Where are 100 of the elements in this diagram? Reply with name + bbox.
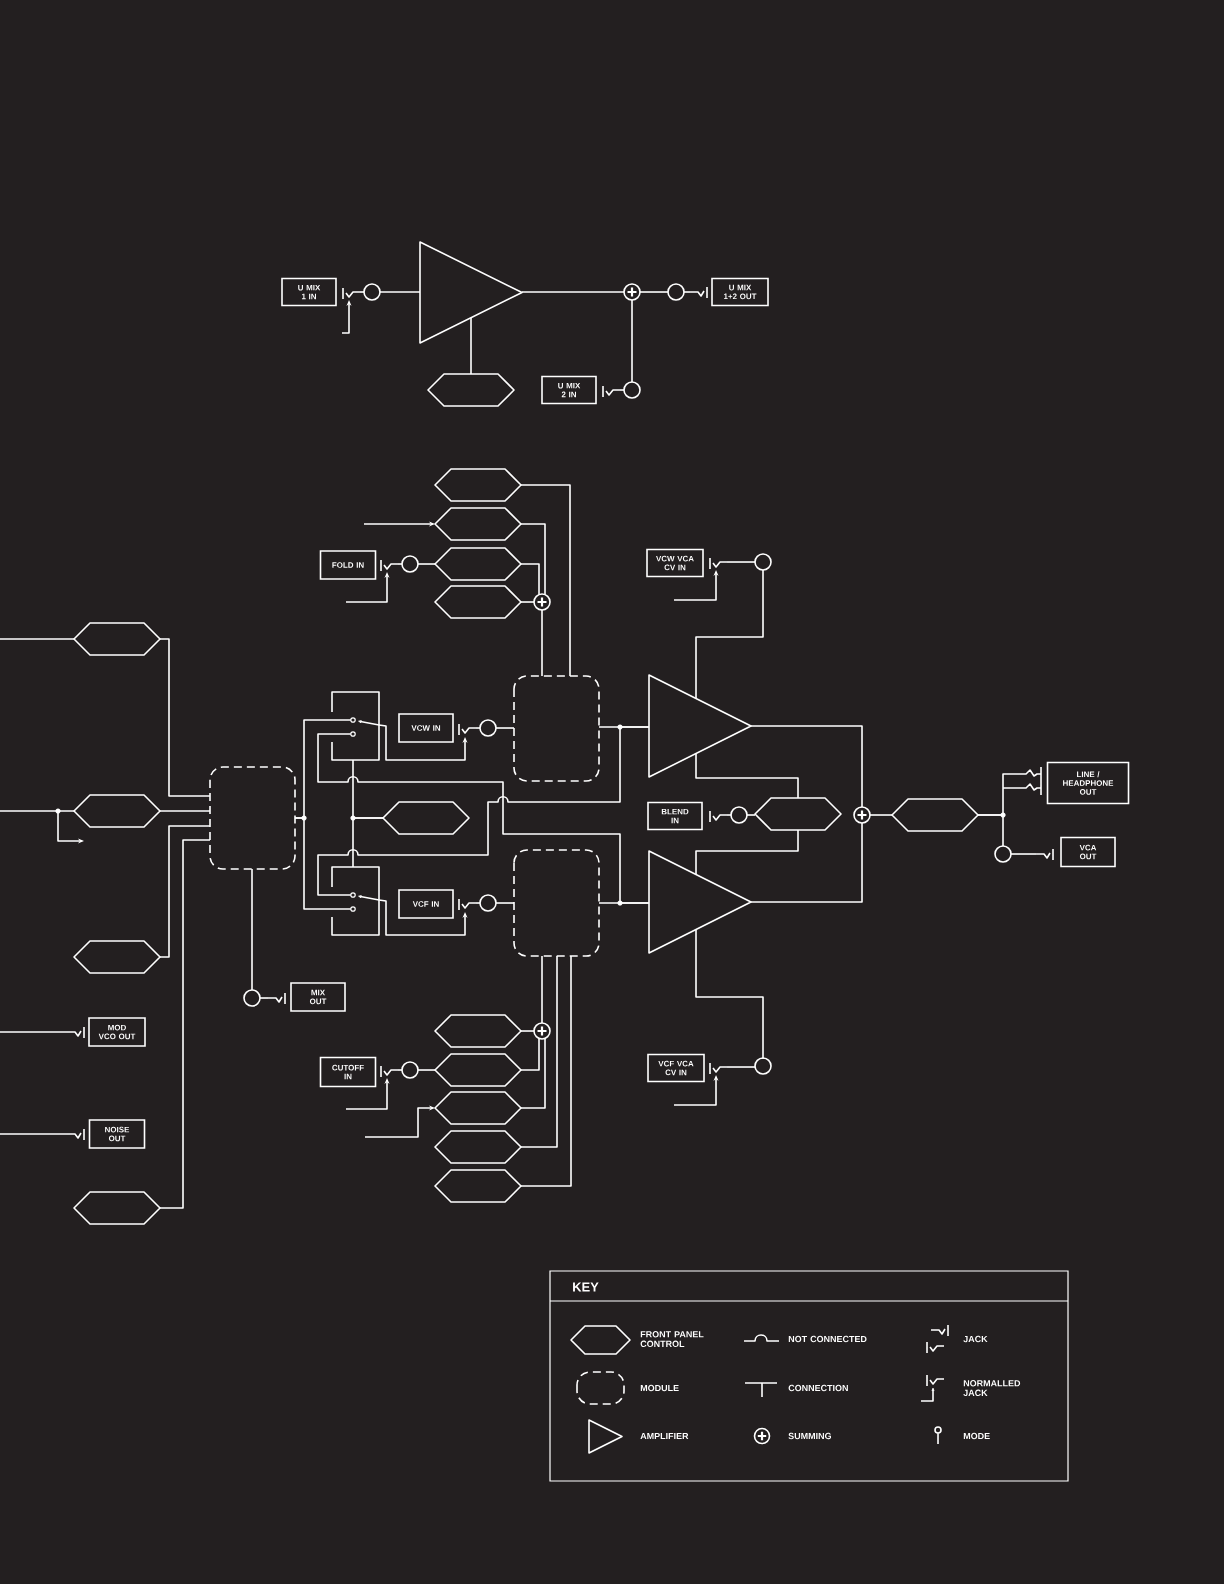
signal-line	[1010, 853, 1037, 855]
jack-socket	[730, 806, 748, 824]
jack-symbol	[602, 385, 621, 398]
signal-line	[520, 1037, 540, 1071]
signal-line	[598, 726, 650, 728]
jack-socket	[479, 719, 497, 737]
jack-symbol	[342, 287, 361, 300]
control-hexagon	[73, 794, 161, 828]
jack-socket	[243, 989, 261, 1007]
signal-line	[541, 955, 543, 1024]
signal-line	[0, 1133, 68, 1135]
signal-line	[159, 825, 211, 958]
signal-line	[541, 609, 543, 677]
jack-symbol	[380, 559, 399, 572]
signal-line	[639, 291, 669, 293]
switch-symbol	[331, 691, 380, 761]
control-hexagon	[427, 373, 515, 407]
amplifier-triangle	[648, 850, 752, 954]
jack-symbol	[1035, 848, 1054, 861]
signal-line	[417, 1069, 436, 1071]
jack-symbol	[66, 1128, 85, 1141]
jack-socket	[754, 553, 772, 571]
jack-symbol	[66, 1026, 85, 1039]
signal-line	[695, 569, 764, 700]
module-box	[513, 849, 600, 957]
jack-symbol	[709, 557, 728, 570]
signal-line	[397, 1069, 403, 1071]
legend-heading: KEY	[573, 1282, 599, 1292]
signal-line	[695, 829, 799, 875]
signal-line	[683, 291, 691, 293]
signal-line	[598, 902, 650, 904]
summing-junction	[533, 593, 551, 611]
summing-junction	[623, 283, 641, 301]
signal-line	[520, 955, 572, 1187]
signal-line	[631, 299, 633, 383]
signal-line	[750, 822, 863, 903]
jack-symbol	[458, 723, 477, 736]
control-hexagon	[434, 1053, 522, 1087]
signal-line	[379, 291, 421, 293]
control-hexagon	[73, 622, 161, 656]
module-box	[209, 766, 296, 870]
signal-line	[0, 638, 75, 640]
signal-line	[495, 727, 515, 729]
signal-arrow	[364, 1105, 435, 1138]
signal-line	[495, 902, 515, 904]
signal-line	[0, 1031, 68, 1033]
control-hexagon	[434, 547, 522, 581]
legend-text: MODULE	[640, 1384, 679, 1392]
signal-line	[475, 902, 481, 904]
jack-socket	[754, 1057, 772, 1075]
control-hexagon	[73, 940, 161, 974]
summing-junction	[853, 806, 871, 824]
control-hexagon	[382, 801, 470, 835]
jack-socket	[667, 283, 685, 301]
signal-line	[359, 291, 365, 293]
signal-line	[520, 523, 546, 596]
control-hexagon	[434, 1130, 522, 1164]
signal-line	[976, 814, 1004, 847]
signal-line	[470, 317, 472, 375]
signal-line	[520, 484, 571, 677]
control-hexagon	[891, 798, 979, 832]
signal-line	[159, 810, 211, 812]
control-hexagon	[434, 507, 522, 541]
legend-text: SUMMING	[788, 1432, 831, 1440]
legend-text: CONNECTION	[788, 1384, 848, 1392]
amplifier-triangle	[419, 241, 523, 344]
signal-line	[726, 1066, 756, 1068]
signal-line	[259, 997, 269, 999]
signal-line	[746, 814, 756, 816]
jack-symbol	[458, 898, 477, 911]
jack-symbol	[709, 810, 728, 823]
control-hexagon	[434, 1169, 522, 1203]
signal-line	[869, 814, 893, 816]
signal-line	[520, 601, 535, 603]
jack-socket	[994, 845, 1012, 863]
signal-line	[726, 814, 732, 816]
signal-line	[695, 928, 764, 1060]
signal-line	[520, 1030, 535, 1032]
summing-junction	[533, 1022, 551, 1040]
signal-line	[726, 561, 756, 563]
signal-line	[750, 725, 863, 808]
control-hexagon	[434, 1091, 522, 1125]
jack-symbol	[709, 1062, 728, 1075]
control-hexagon	[73, 1191, 161, 1225]
jack-symbol	[380, 1065, 399, 1078]
signal-line	[695, 752, 799, 799]
legend-text: FRONT PANEL CONTROL	[640, 1331, 704, 1347]
control-hexagon	[754, 797, 842, 831]
jack-symbol	[267, 992, 286, 1005]
jack-socket	[623, 381, 641, 399]
signal-line	[475, 727, 481, 729]
signal-line	[520, 1037, 546, 1109]
signal-line	[417, 563, 436, 565]
control-hexagon	[434, 468, 522, 502]
signal-line	[520, 955, 558, 1148]
control-hexagon	[434, 585, 522, 619]
legend-text: JACK	[963, 1335, 988, 1343]
signal-line	[159, 638, 211, 797]
control-hexagon	[434, 1014, 522, 1048]
signal-line	[352, 817, 384, 868]
